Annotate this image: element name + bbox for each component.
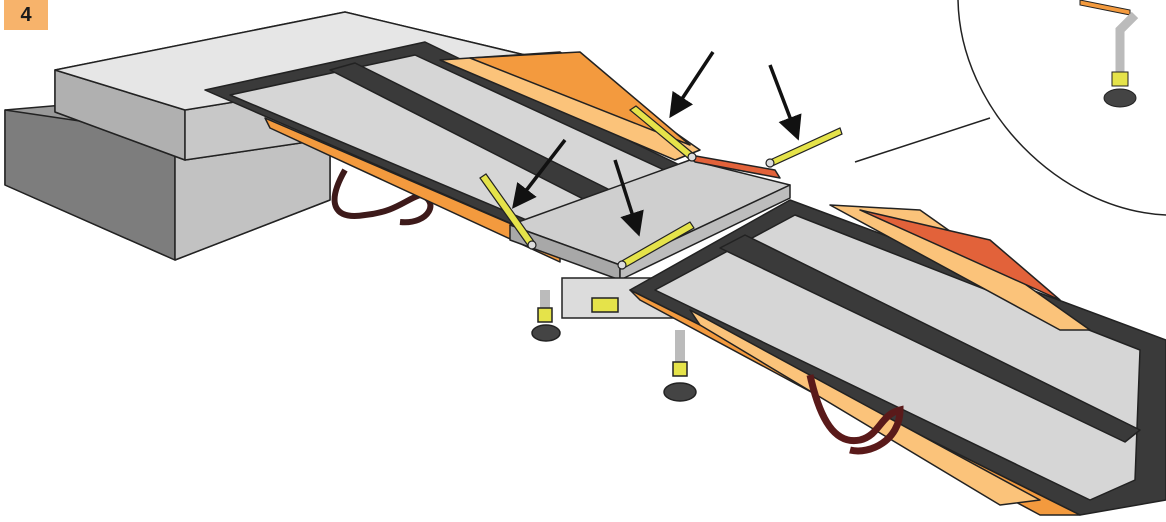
lower-ramp: [629, 199, 1166, 516]
arrow-icon: [768, 64, 802, 141]
upper-ramp: [204, 41, 701, 263]
arrows: [512, 51, 802, 237]
left-strap: [331, 168, 434, 226]
arrow-icon: [512, 138, 567, 209]
platform: [509, 154, 791, 281]
arrow-icon: [613, 159, 644, 237]
right-strap: [806, 374, 904, 455]
arrow-icon: [669, 51, 715, 119]
detail-callout: [854, 0, 1166, 216]
locking-latches: [479, 105, 843, 270]
step-number-badge: 4: [4, 0, 48, 30]
locking-latch-icon: [769, 127, 843, 167]
